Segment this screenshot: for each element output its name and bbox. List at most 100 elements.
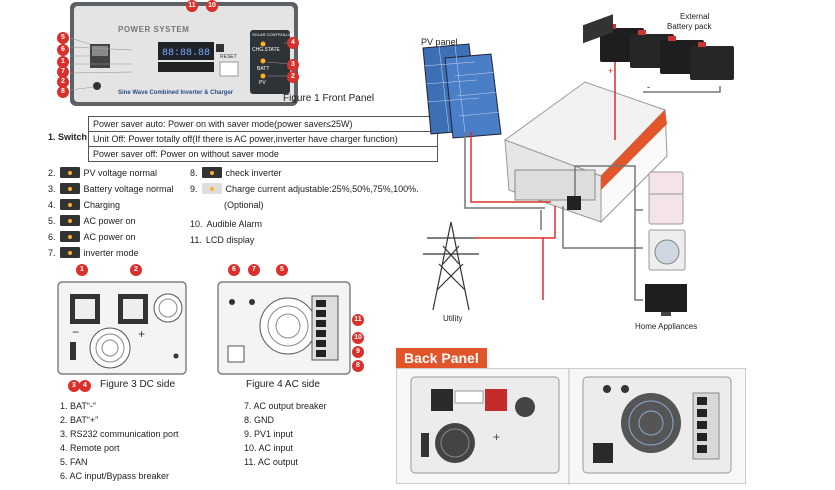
pv-label: PV: [259, 80, 266, 86]
reset-label: RESET: [220, 54, 237, 60]
list-item: 4. Remote port: [60, 443, 120, 453]
legend-text: PV voltage normal: [83, 167, 158, 178]
dc-side-caption: Figure 3 DC side: [100, 379, 176, 390]
callout-4: 4: [287, 37, 299, 49]
switch-row-3: Power saver off: Power on without saver …: [88, 146, 438, 162]
front-panel-caption: Figure 1 Front Panel: [283, 93, 375, 104]
legend-text: inverter mode: [83, 247, 139, 258]
fridge-icon: [648, 171, 684, 225]
inverter-led-icon: [59, 247, 80, 258]
legend-item-4: 4. Charging: [48, 199, 120, 210]
chg-led: [260, 41, 266, 47]
legend-item-10: 10. Audible Alarm: [190, 219, 262, 229]
front-panel-figure: 88:88.88 POWER SYSTEM Sine Wave Combined…: [0, 0, 390, 112]
switch-rocker: [92, 46, 108, 56]
reset-button[interactable]: [219, 61, 239, 77]
display-tag: SOLAR CONTROLLER: [252, 32, 295, 37]
list-item: 11. AC output: [244, 457, 298, 467]
back-panel-drawing: +: [410, 369, 732, 485]
callout-6: 6: [57, 44, 69, 56]
appliances-label: Home Appliances: [635, 322, 698, 331]
list-item: 6. AC input/Bypass breaker: [60, 471, 170, 481]
ac-side-drawing: [217, 281, 351, 375]
legend-num: 10.: [190, 219, 203, 229]
back-panel-header: Back Panel: [396, 348, 487, 368]
tv-icon: [645, 284, 687, 316]
ac-side-caption: Figure 4 AC side: [246, 379, 320, 390]
system-diagram: PV panel External Battery pack + - Utili…: [405, 0, 835, 340]
dc-callout-3: 3: [68, 380, 80, 392]
callout-7: 7: [57, 66, 69, 78]
pv-led-icon: [59, 167, 80, 178]
legend-text: Charge current adjustable:25%,50%,75%,10…: [225, 183, 419, 194]
svg-text:+: +: [138, 327, 145, 341]
lcd-digits: 88:88.88: [162, 48, 210, 59]
ac-power-led-icon: [59, 215, 80, 226]
legend-num: 6.: [48, 231, 56, 242]
lcd-display: [158, 42, 214, 60]
legend-item-7: 7. inverter mode: [48, 247, 139, 258]
ac-side-figure: 6 7 5 11 10 9 8: [210, 262, 370, 392]
dc-side-figure: + − 1 2 3 4: [48, 262, 198, 392]
battery-label-1: External: [680, 12, 710, 21]
ac-callout-9: 9: [352, 346, 364, 358]
front-panel-drawing: 88:88.88: [69, 2, 298, 106]
lcd-bar: [158, 62, 214, 72]
svg-text:−: −: [72, 325, 79, 339]
list-item: 2. BAT“+”: [60, 415, 99, 425]
charge-knob[interactable]: [93, 82, 101, 90]
legend-text: LCD display: [205, 235, 255, 245]
legend-item-5: 5. AC power on: [48, 215, 136, 226]
front-brand: POWER SYSTEM: [118, 25, 190, 34]
dc-callout-1: 1: [76, 264, 88, 276]
callout-8: 8: [57, 86, 69, 98]
legend-text: AC power on: [83, 231, 136, 242]
ac-callout-11: 11: [352, 314, 364, 326]
chg-state-label: CHG.STATE: [252, 47, 280, 53]
callout-5: 5: [57, 32, 69, 44]
check-inverter-icon: [201, 167, 222, 178]
ac-power-led-icon-2: [59, 231, 80, 242]
legend-item-6: 6. AC power on: [48, 231, 136, 242]
front-footer: Sine Wave Combined Inverter & Charger: [118, 90, 234, 96]
callout-2: 2: [57, 76, 69, 88]
callout-1: 1: [57, 56, 69, 68]
legend-text: Charging: [83, 199, 121, 210]
dc-callout-2: 2: [130, 264, 142, 276]
batt-led: [260, 58, 266, 64]
list-item: 5. FAN: [60, 457, 88, 467]
knob-icon: [201, 183, 222, 194]
utility-label: Utility: [443, 314, 463, 323]
pv-panel-array: [422, 43, 502, 139]
battery-pack: [600, 24, 734, 80]
list-item: 3. RS232 communication port: [60, 429, 179, 439]
ac-callout-7: 7: [248, 264, 260, 276]
legend-num: 2.: [48, 167, 56, 178]
system-drawing: [422, 14, 734, 316]
legend-text: check inverter: [225, 167, 282, 178]
table-row: Unit Off: Power totally off(If there is …: [88, 131, 438, 147]
legend-item-11: 11. LCD display: [190, 235, 254, 245]
legend-text: Audible Alarm: [206, 219, 263, 229]
legend-item-9: 9. Charge current adjustable:25%,50%,75%…: [190, 183, 419, 194]
battery-led-icon: [59, 183, 80, 194]
ac-callout-6: 6: [228, 264, 240, 276]
legend-num: 9.: [190, 183, 198, 194]
utility-tower: [423, 221, 479, 311]
legend-item-3: 3. Battery voltage normal: [48, 183, 174, 194]
legend-num: 8.: [190, 167, 198, 178]
dc-port-list: 1. BAT“-” 2. BAT“+” 3. RS232 communicati…: [60, 399, 179, 483]
legend-item-8: 8. check inverter: [190, 167, 282, 178]
legend-num: 4.: [48, 199, 56, 210]
table-row: Power saver auto: Power on with saver mo…: [88, 116, 438, 132]
legend-item-2: 2. PV voltage normal: [48, 167, 157, 178]
callout-3: 3: [287, 59, 299, 71]
display-icon: [216, 44, 224, 52]
ac-port-list: 7. AC output breaker 8. GND 9. PV1 input…: [244, 399, 327, 469]
legend-text: Battery voltage normal: [83, 183, 174, 194]
switch-row-2: Unit Off: Power totally off(If there is …: [88, 131, 438, 147]
switch-label: 1. Switch: [48, 132, 88, 142]
pv-panel-label: PV panel: [421, 37, 458, 47]
washing-machine-icon: [648, 229, 686, 271]
callout-2-right: 2: [287, 71, 299, 83]
